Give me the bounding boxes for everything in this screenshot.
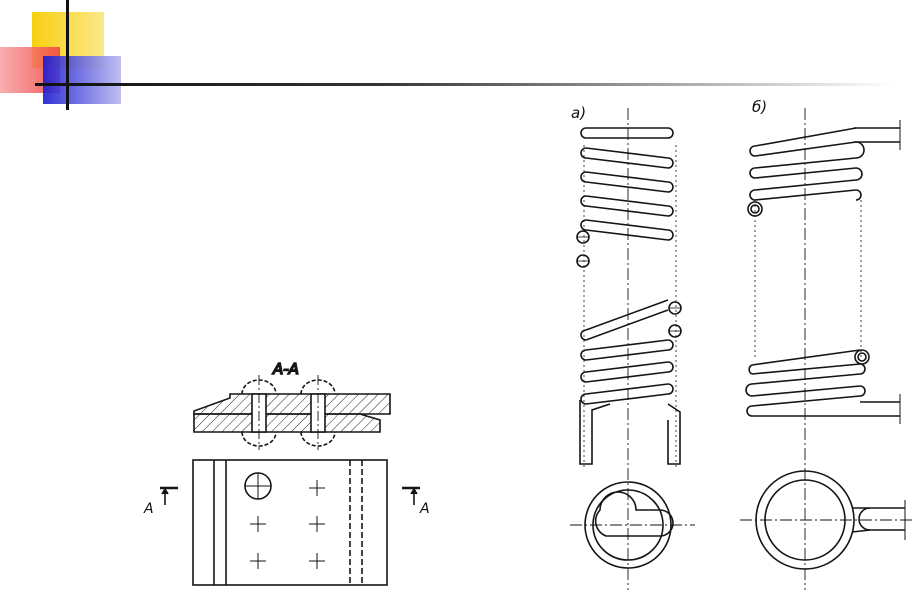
deco-square-blue xyxy=(43,56,121,104)
spring-a-label: а) xyxy=(571,104,586,122)
deco-horizontal-rule xyxy=(35,83,895,86)
spring-b-bottom-coils xyxy=(745,349,901,424)
spring-a-bottom-coils xyxy=(579,299,682,465)
spring-b-drawing xyxy=(740,108,915,590)
cut-label-left: A xyxy=(143,501,154,517)
spring-b-top-coils xyxy=(747,120,901,217)
deco-vertical-rule xyxy=(66,0,69,110)
section-view xyxy=(193,375,391,450)
spring-b-label: б) xyxy=(752,98,767,116)
rivet-joint-drawing: A-A xyxy=(160,359,420,586)
cutting-plane-marks xyxy=(160,486,420,505)
cut-label-right: A xyxy=(419,501,430,517)
spring-b-end-view xyxy=(740,470,915,570)
spring-a-top-coils xyxy=(576,127,674,268)
plan-view xyxy=(192,459,388,586)
spring-a-drawing xyxy=(570,108,695,590)
spring-a-end-view xyxy=(570,481,695,569)
section-label: A-A xyxy=(272,360,299,378)
